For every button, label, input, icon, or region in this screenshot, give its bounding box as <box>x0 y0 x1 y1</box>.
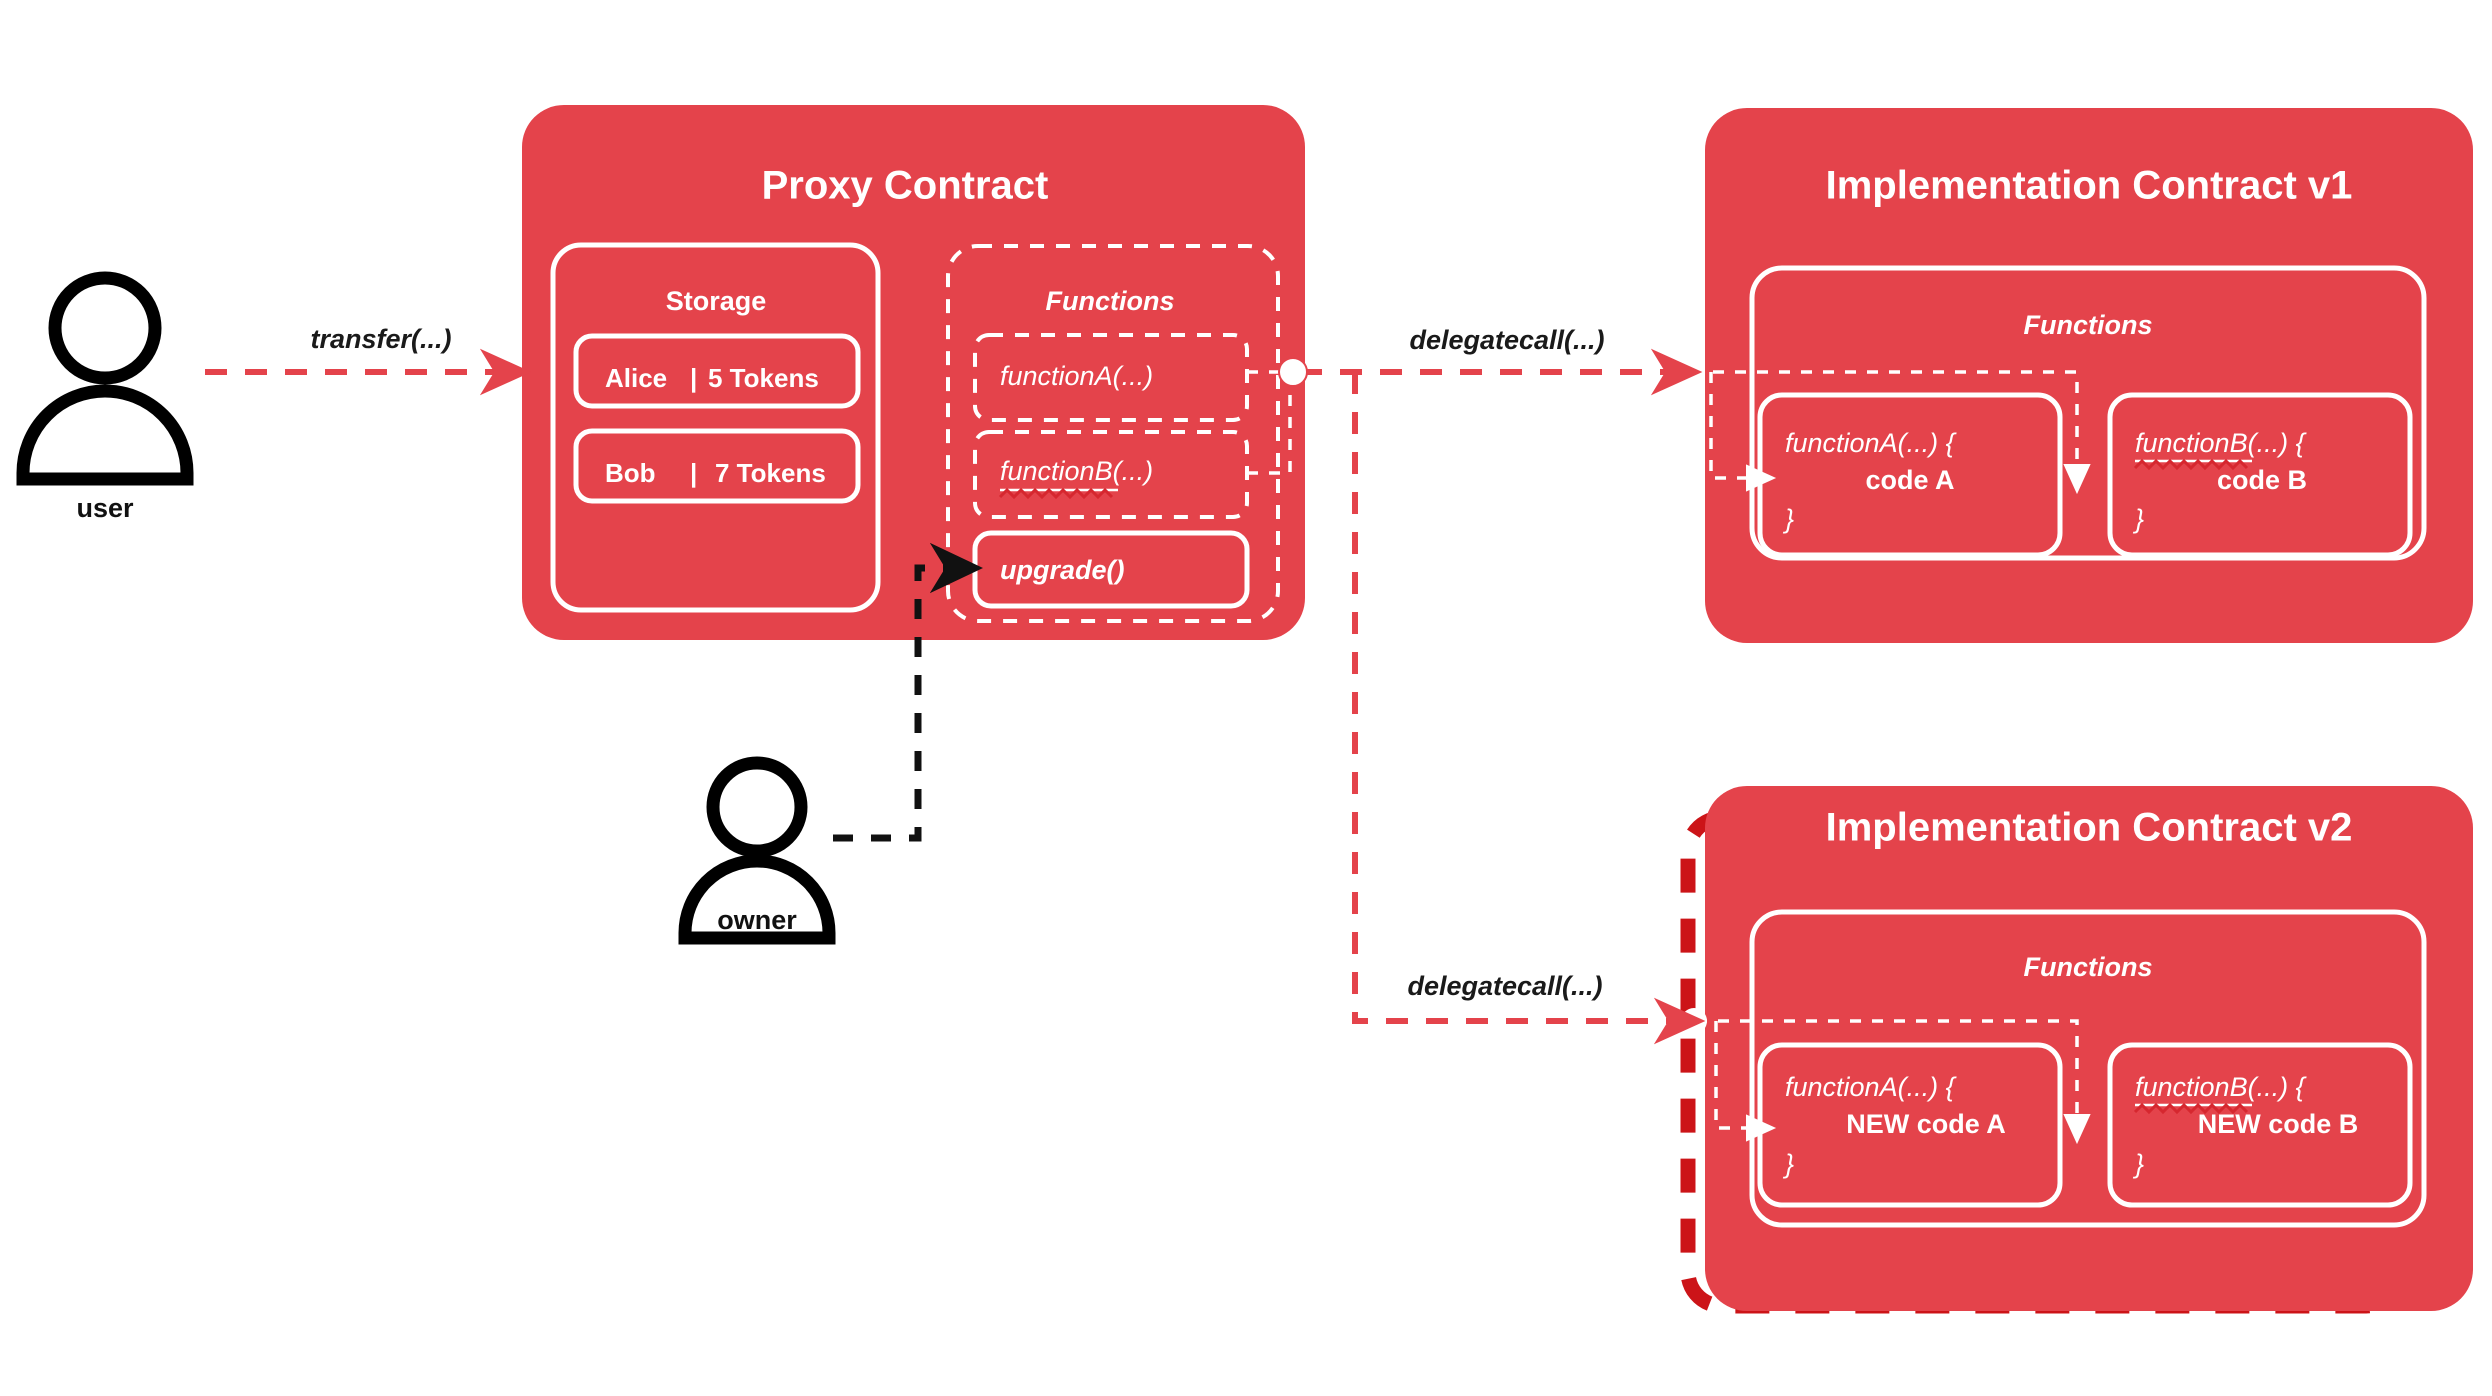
person-icon <box>16 271 194 486</box>
impl-v2-entry-dot <box>1681 1008 1707 1034</box>
impl-v2-functions-group: Functions functionA(...) { NEW code A } … <box>1681 909 2427 1228</box>
impl-v1-internal-connector <box>1691 370 2091 495</box>
actor-user: user <box>16 271 194 523</box>
edge-owner-to-upgrade <box>833 542 984 842</box>
impl-v1-title: Implementation Contract v1 <box>1826 164 2353 208</box>
function-a-close: } <box>1782 504 1794 534</box>
proxy-functions-group: Functions functionA(...) functionB(...) … <box>946 244 1292 623</box>
edge-user-to-proxy: transfer(...) <box>205 324 532 396</box>
impl-v2-title: Implementation Contract v2 <box>1826 806 2353 850</box>
impl-v1-function-item[interactable]: functionB(...) { code B } <box>2107 392 2413 558</box>
actor-owner-caption: owner <box>717 905 797 935</box>
function-a-close: } <box>1782 1149 1794 1179</box>
impl-v2-internal-connector <box>1696 1019 2091 1145</box>
spellcheck-squiggle-icon <box>998 487 1114 500</box>
impl-v1-functions-group: Functions functionA(...) { code A } func… <box>1678 265 2427 561</box>
impl-v2-box[interactable]: Implementation Contract v2 Functions fun… <box>1681 786 2473 1311</box>
storage-row-name: Alice <box>605 363 667 393</box>
proxy-function-item[interactable]: functionA(...) <box>973 333 1249 422</box>
impl-v1-entry-dot <box>1678 359 1704 385</box>
spellcheck-squiggle-icon <box>2133 1102 2249 1115</box>
storage-row-separator: | <box>690 458 697 488</box>
functions-label: Functions <box>2024 310 2153 340</box>
function-b-signature: functionB(...) { <box>2135 428 2307 458</box>
proxy-internal-connector <box>1247 370 1292 475</box>
impl-v1-box[interactable]: Implementation Contract v1 Functions fun… <box>1678 108 2473 643</box>
edge-label-delegatecall-v1: delegatecall(...) <box>1409 325 1604 355</box>
edge-proxy-to-v1: delegatecall(...) <box>1278 325 1703 396</box>
person-icon <box>678 756 836 945</box>
function-a-signature: functionA(...) { <box>1785 428 1957 458</box>
function-a-label: functionA(...) <box>1000 361 1153 391</box>
storage-row-value: 5 Tokens <box>708 363 819 393</box>
proxy-title: Proxy Contract <box>762 164 1049 208</box>
impl-v2-function-item[interactable]: functionA(...) { NEW code A } <box>1757 1042 2063 1208</box>
function-b-body: NEW code B <box>2198 1109 2359 1139</box>
proxy-storage-group: Storage Alice | 5 Tokens Bob | 7 Tokens <box>550 242 881 613</box>
function-b-body: code B <box>2217 465 2307 495</box>
function-b-label: functionB(...) <box>1000 456 1153 486</box>
storage-row-separator: | <box>690 363 697 393</box>
actor-owner: owner owner <box>678 756 836 945</box>
function-b-signature: functionB(...) { <box>2135 1072 2307 1102</box>
function-b-close: } <box>2132 504 2144 534</box>
storage-row: Bob | 7 Tokens <box>573 428 861 504</box>
edge-proxy-to-v2: delegatecall(...) <box>1352 372 1706 1045</box>
impl-v2-highlight <box>1680 810 2408 1314</box>
functions-label: Functions <box>1046 286 1175 316</box>
functions-label: Functions <box>2024 952 2153 982</box>
function-a-body: NEW code A <box>1846 1109 2006 1139</box>
edge-label-delegatecall-v2: delegatecall(...) <box>1407 971 1602 1001</box>
edge-label-transfer: transfer(...) <box>310 324 451 354</box>
proxy-exit-dot <box>1278 357 1308 387</box>
spellcheck-squiggle-icon <box>2133 458 2249 471</box>
upgrade-label: upgrade() <box>1000 555 1125 585</box>
function-a-body: code A <box>1865 465 1954 495</box>
actor-user-label: user <box>76 493 134 523</box>
storage-row-value: 7 Tokens <box>715 458 826 488</box>
storage-label: Storage <box>666 286 767 316</box>
function-a-signature: functionA(...) { <box>1785 1072 1957 1102</box>
proxy-contract-box[interactable]: Proxy Contract Storage Alice | 5 Tokens … <box>522 105 1305 640</box>
storage-row: Alice | 5 Tokens <box>573 333 861 409</box>
function-b-close: } <box>2132 1149 2144 1179</box>
impl-v2-function-item[interactable]: functionB(...) { NEW code B } <box>2107 1042 2413 1208</box>
storage-row-name: Bob <box>605 458 656 488</box>
